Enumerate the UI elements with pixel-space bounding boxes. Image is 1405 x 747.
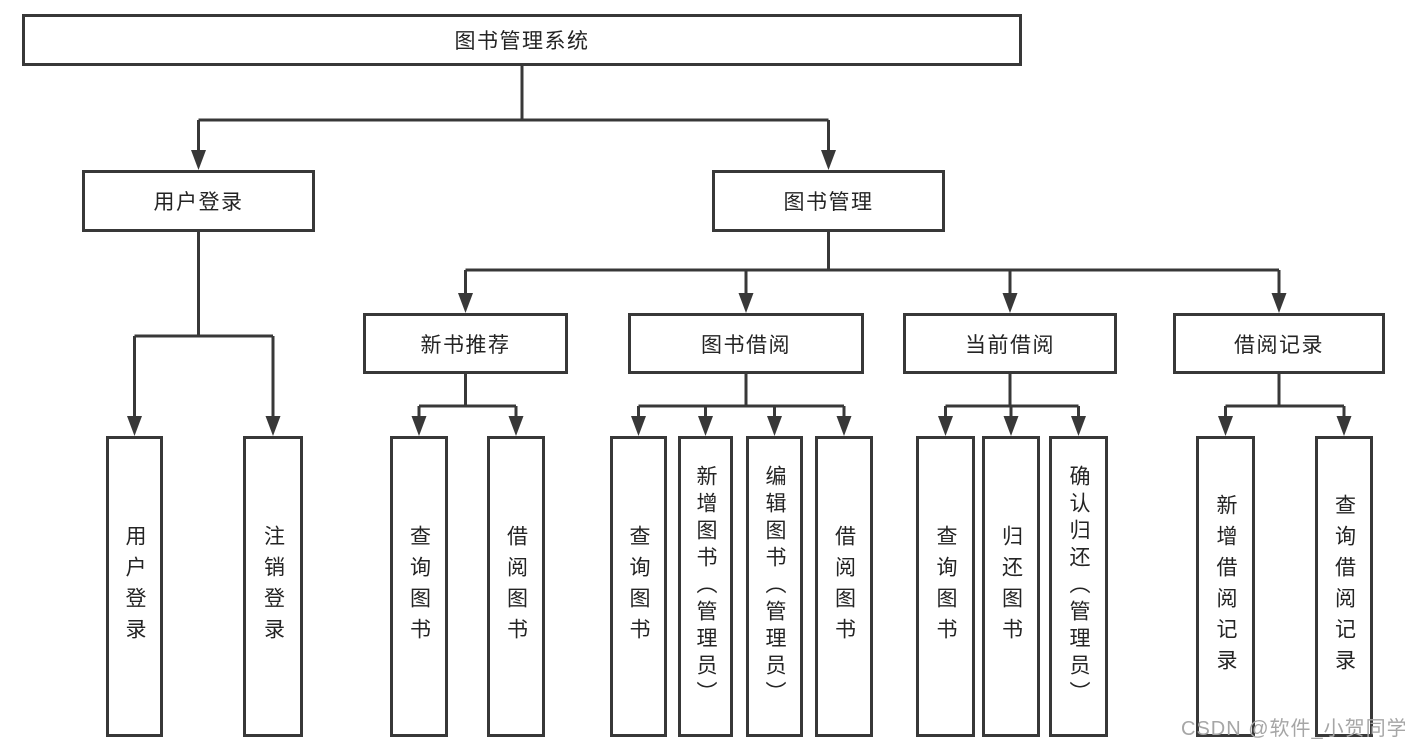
node-label: 注销登录 <box>261 524 285 649</box>
node-return-books: 归还图书 <box>982 436 1040 737</box>
connector-root-to-level2 <box>191 66 836 170</box>
node-user-login-leaf: 用户登录 <box>106 436 163 737</box>
node-borrow-records: 借阅记录 <box>1173 313 1385 374</box>
node-query-books-current: 查询图书 <box>916 436 975 737</box>
node-label: 确认归还（管理员） <box>1067 465 1090 708</box>
node-book-borrow: 图书借阅 <box>628 313 864 374</box>
node-label: 借阅记录 <box>1234 333 1324 357</box>
node-label: 用户登录 <box>153 191 244 214</box>
node-label: 查询图书 <box>407 524 431 649</box>
node-label: 图书管理 <box>783 191 874 214</box>
node-query-books-recommend: 查询图书 <box>390 436 448 737</box>
node-label: 图书管理系统 <box>454 30 590 53</box>
node-current-borrow: 当前借阅 <box>903 313 1117 374</box>
node-label: 借阅图书 <box>504 524 528 649</box>
node-logout: 注销登录 <box>243 436 303 737</box>
node-label: 新增借阅记录 <box>1214 493 1237 680</box>
csdn-watermark: CSDN @软件_小贺同学 <box>1181 718 1405 740</box>
node-book-management: 图书管理 <box>712 170 945 232</box>
node-label: 新增图书（管理员） <box>694 465 717 708</box>
node-borrow-books-leaf: 借阅图书 <box>815 436 873 737</box>
node-add-borrow-record: 新增借阅记录 <box>1196 436 1255 737</box>
node-confirm-return-admin: 确认归还（管理员） <box>1049 436 1108 737</box>
node-edit-book-admin: 编辑图书（管理员） <box>746 436 803 737</box>
connector-user-login-children <box>127 232 281 436</box>
node-label: 图书借阅 <box>701 333 791 357</box>
node-label: 新书推荐 <box>420 333 511 357</box>
node-new-book-recommend: 新书推荐 <box>363 313 568 374</box>
connector-borrow-records-children <box>1218 374 1352 436</box>
node-query-books-borrow: 查询图书 <box>610 436 667 737</box>
connector-current-borrow-children <box>938 374 1086 436</box>
node-label: 归还图书 <box>999 524 1023 649</box>
node-add-book-admin: 新增图书（管理员） <box>678 436 733 737</box>
node-user-login-module: 用户登录 <box>82 170 315 232</box>
connector-new-book-recommend-children <box>411 374 524 436</box>
node-label: 查询图书 <box>627 524 650 649</box>
connector-book-management-children <box>458 232 1287 313</box>
connector-book-borrow-children <box>631 374 852 436</box>
node-label: 用户登录 <box>123 524 146 649</box>
node-label: 查询图书 <box>934 524 957 649</box>
node-label: 查询借阅记录 <box>1332 493 1356 680</box>
node-label: 借阅图书 <box>832 524 856 649</box>
node-label: 当前借阅 <box>965 333 1055 357</box>
node-library-management-system: 图书管理系统 <box>22 14 1022 66</box>
node-label: 编辑图书（管理员） <box>763 465 786 708</box>
node-query-borrow-record: 查询借阅记录 <box>1315 436 1373 737</box>
node-borrow-books-recommend: 借阅图书 <box>487 436 545 737</box>
